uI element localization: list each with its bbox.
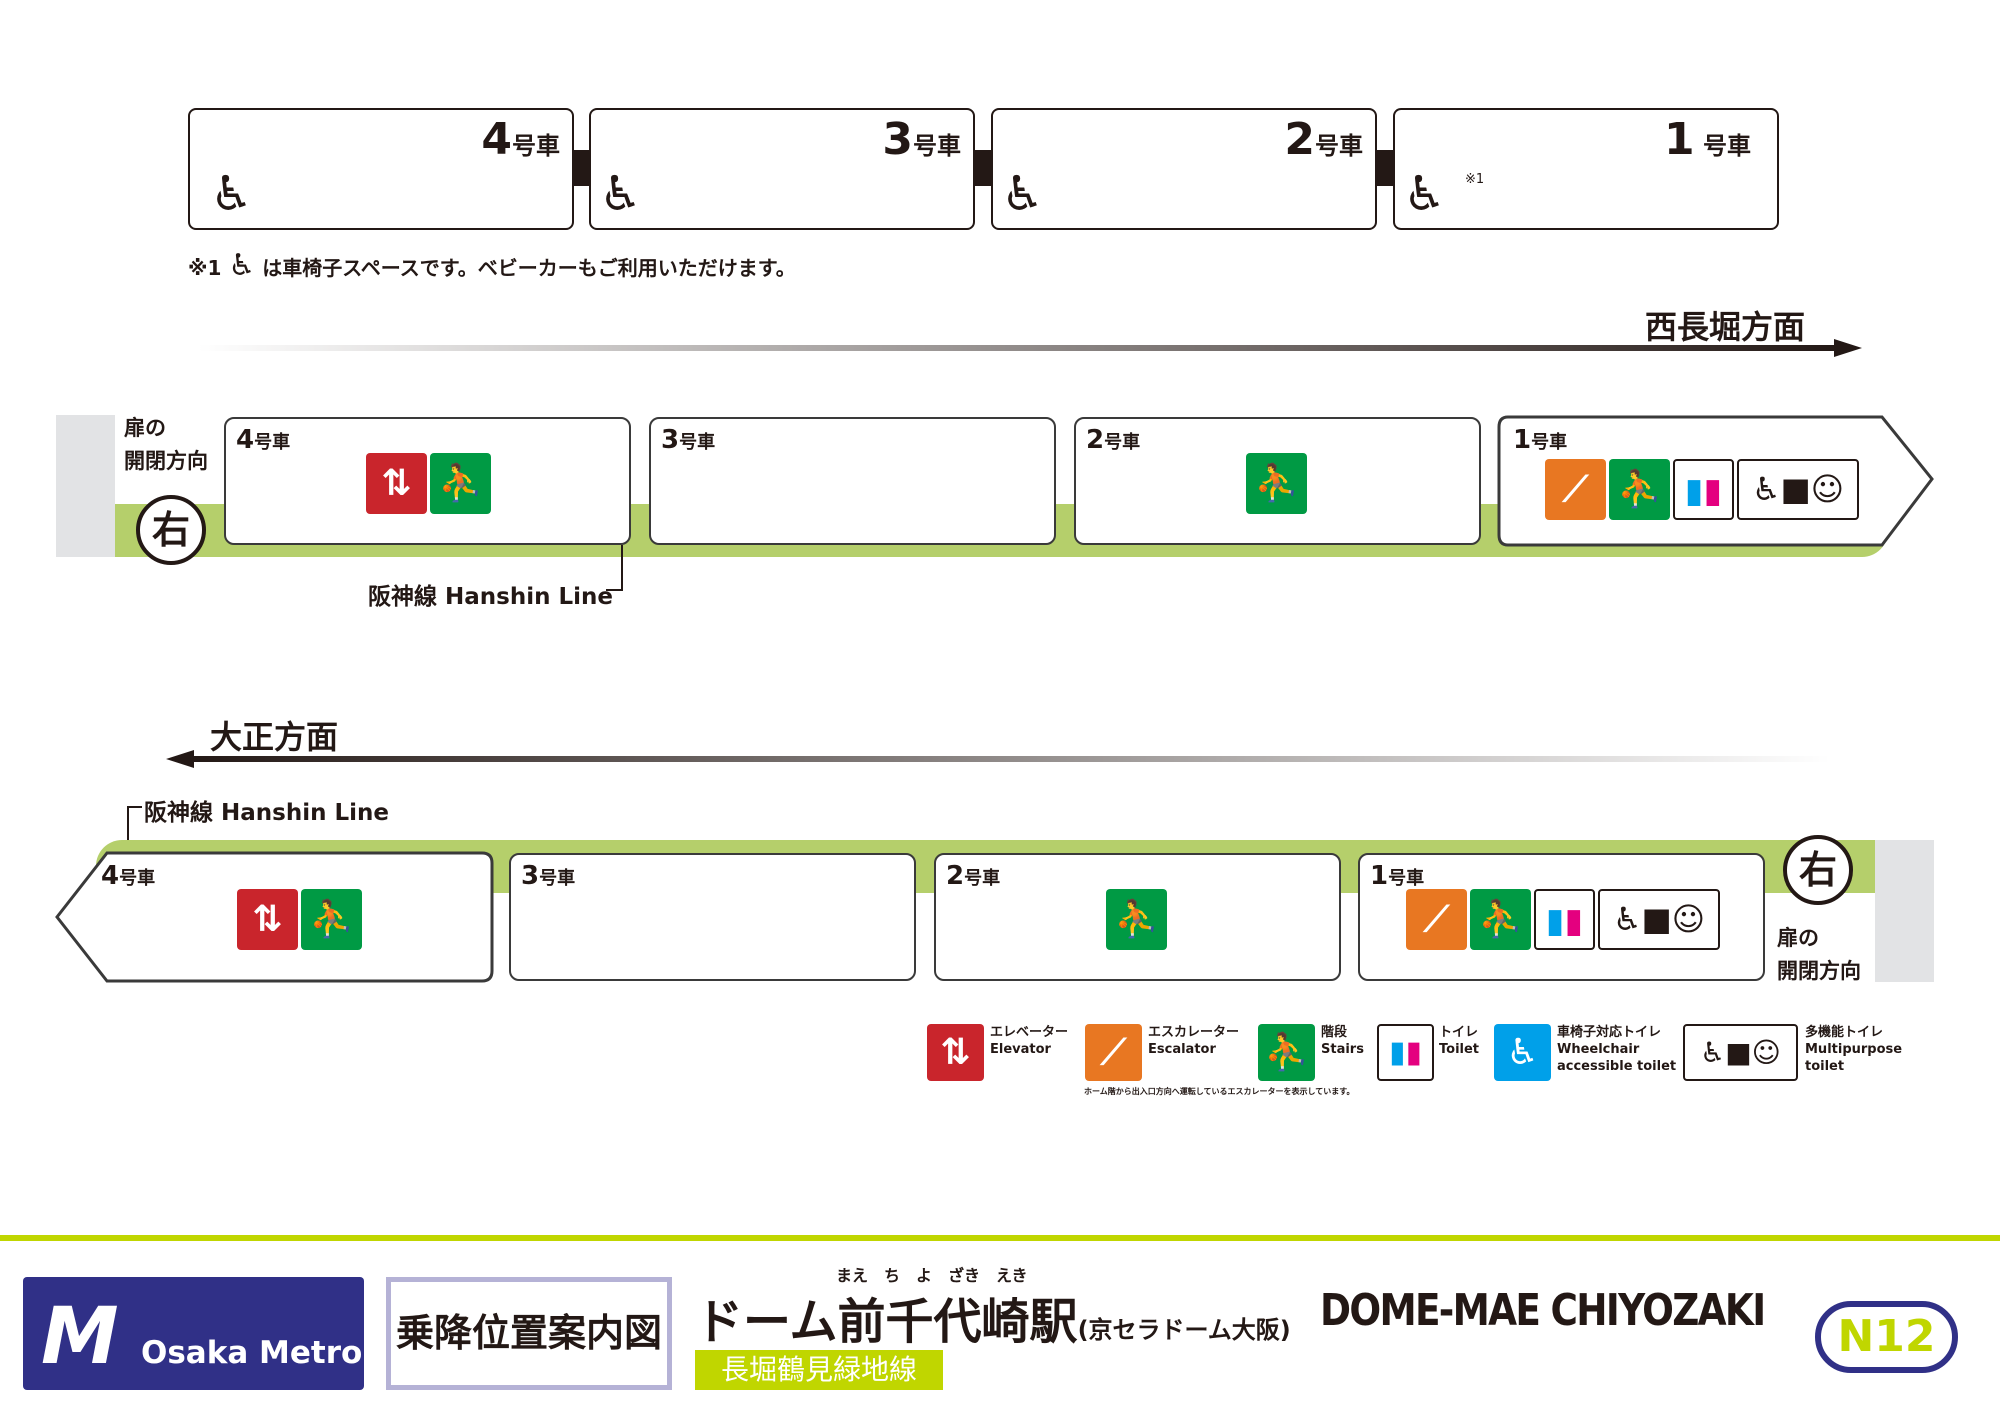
top-car-1: 1 号車 ♿ ※1	[1393, 108, 1779, 230]
car-number: 2号車	[946, 861, 1001, 891]
wheelchair-icon: ♿	[1403, 166, 1447, 222]
upper-car-3: 3号車	[649, 417, 1056, 545]
station-name-en: DOME-MAE CHIYOZAKI	[1320, 1285, 1766, 1336]
top-car-3: 3号車 ♿	[589, 108, 975, 230]
doc-title: 乗降位置案内図	[386, 1277, 672, 1390]
brand-name: Osaka Metro	[141, 1335, 363, 1371]
osaka-metro-logo: M Osaka Metro	[23, 1277, 364, 1390]
hanshin-connector	[621, 545, 623, 591]
car-number: 1 号車	[1664, 114, 1751, 165]
direction-arrow	[198, 345, 1838, 351]
top-car-2: 2号車 ♿	[991, 108, 1377, 230]
car-number: 4号車	[236, 425, 291, 455]
stairs-icon: ⛹	[1246, 453, 1307, 514]
coupler	[573, 150, 589, 186]
car-number: 3号車	[661, 425, 716, 455]
top-car-4: 4号車 ♿	[188, 108, 574, 230]
car-number: 2号車	[1086, 425, 1141, 455]
hanshin-label: 阪神線 Hanshin Line	[144, 800, 389, 826]
door-side-badge: 右	[1783, 835, 1853, 905]
arrow-head-icon	[166, 750, 194, 768]
car-number: 3号車	[521, 861, 576, 891]
line-color-rule	[0, 1235, 2000, 1241]
door-direction-label: 扉の開閉方向	[1777, 926, 1861, 983]
wheelchair-icon: ♿	[599, 166, 643, 222]
lower-car-4: 4号車 ⇅⛹	[57, 853, 492, 981]
station-name-ja: ドーム前千代崎駅(京セラドーム大阪)	[695, 1294, 1291, 1350]
escalator-icon: ⟋	[1545, 459, 1606, 520]
upper-car-2: 2号車 ⛹	[1074, 417, 1481, 545]
car-number: 1号車	[1513, 425, 1568, 455]
lower-car-1: 1号車 ⟋⛹▮▮♿■☺	[1358, 853, 1765, 981]
hanshin-connector	[127, 806, 129, 854]
door-direction-label: 扉の開閉方向	[124, 416, 208, 473]
upper-car-4: 4号車 ⇅⛹	[224, 417, 631, 545]
direction-arrow	[190, 756, 1830, 762]
elevator-icon: ⇅	[366, 453, 427, 514]
elevator-icon: ⇅	[927, 1024, 984, 1081]
door-side-badge: 右	[136, 495, 206, 565]
wheelchair-icon: ♿	[1001, 166, 1045, 222]
multipurpose-toilet-icon: ♿■☺	[1737, 459, 1859, 520]
escalator-icon: ⟋	[1406, 889, 1467, 950]
car-number: 4号車	[481, 114, 560, 165]
multipurpose-toilet-icon: ♿■☺	[1598, 889, 1720, 950]
toilet-icon: ▮▮	[1673, 459, 1734, 520]
wheelchair-icon: ♿	[210, 166, 254, 222]
stairs-icon: ⛹	[1106, 889, 1167, 950]
car-number: 3号車	[882, 114, 961, 165]
car-number: 1号車	[1370, 861, 1425, 891]
hanshin-connector	[127, 806, 142, 808]
toilet-icon: ▮▮	[1377, 1024, 1434, 1081]
station-code-badge: N12	[1815, 1301, 1958, 1373]
hanshin-connector	[606, 589, 623, 591]
platform-edge	[56, 415, 115, 557]
direction-label: 西長堀方面	[1645, 308, 1806, 346]
stairs-icon: ⛹	[1609, 459, 1670, 520]
escalator-icon: ⟋	[1085, 1024, 1142, 1081]
car-number: 2号車	[1284, 114, 1363, 165]
wheelchair-icon: ♿	[228, 248, 256, 283]
line-name: 長堀鶴見緑地線	[695, 1350, 943, 1390]
arrow-head-icon	[1834, 339, 1862, 357]
toilet-icon: ▮▮	[1534, 889, 1595, 950]
station-ruby: まえ ち よ ざき えき	[836, 1266, 1028, 1285]
footnote-mark: ※1	[1465, 172, 1485, 187]
direction-label: 大正方面	[210, 718, 339, 756]
elevator-icon: ⇅	[237, 889, 298, 950]
lower-car-3: 3号車	[509, 853, 916, 981]
multipurpose-toilet-icon: ♿■☺	[1683, 1024, 1798, 1081]
metro-m-icon: M	[41, 1292, 119, 1382]
stairs-icon: ⛹	[1470, 889, 1531, 950]
wheelchair-toilet-icon: ♿	[1494, 1024, 1551, 1081]
stairs-icon: ⛹	[1258, 1024, 1315, 1081]
lower-car-2: 2号車 ⛹	[934, 853, 1341, 981]
stairs-icon: ⛹	[430, 453, 491, 514]
coupler	[975, 150, 991, 186]
hanshin-label: 阪神線 Hanshin Line	[368, 584, 613, 610]
escalator-note: ホーム階から出入口方向へ運転しているエスカレーターを表示しています。	[1084, 1087, 1355, 1096]
upper-car-1: 1号車 ⟋⛹▮▮♿■☺	[1497, 417, 1897, 545]
stairs-icon: ⛹	[301, 889, 362, 950]
platform-edge	[1875, 840, 1934, 982]
coupler	[1377, 150, 1393, 186]
wheelchair-note: ※1 ♿ は車椅子スペースです。ベビーカーもご利用いただけます。	[188, 248, 796, 283]
car-number: 4号車	[101, 861, 156, 891]
